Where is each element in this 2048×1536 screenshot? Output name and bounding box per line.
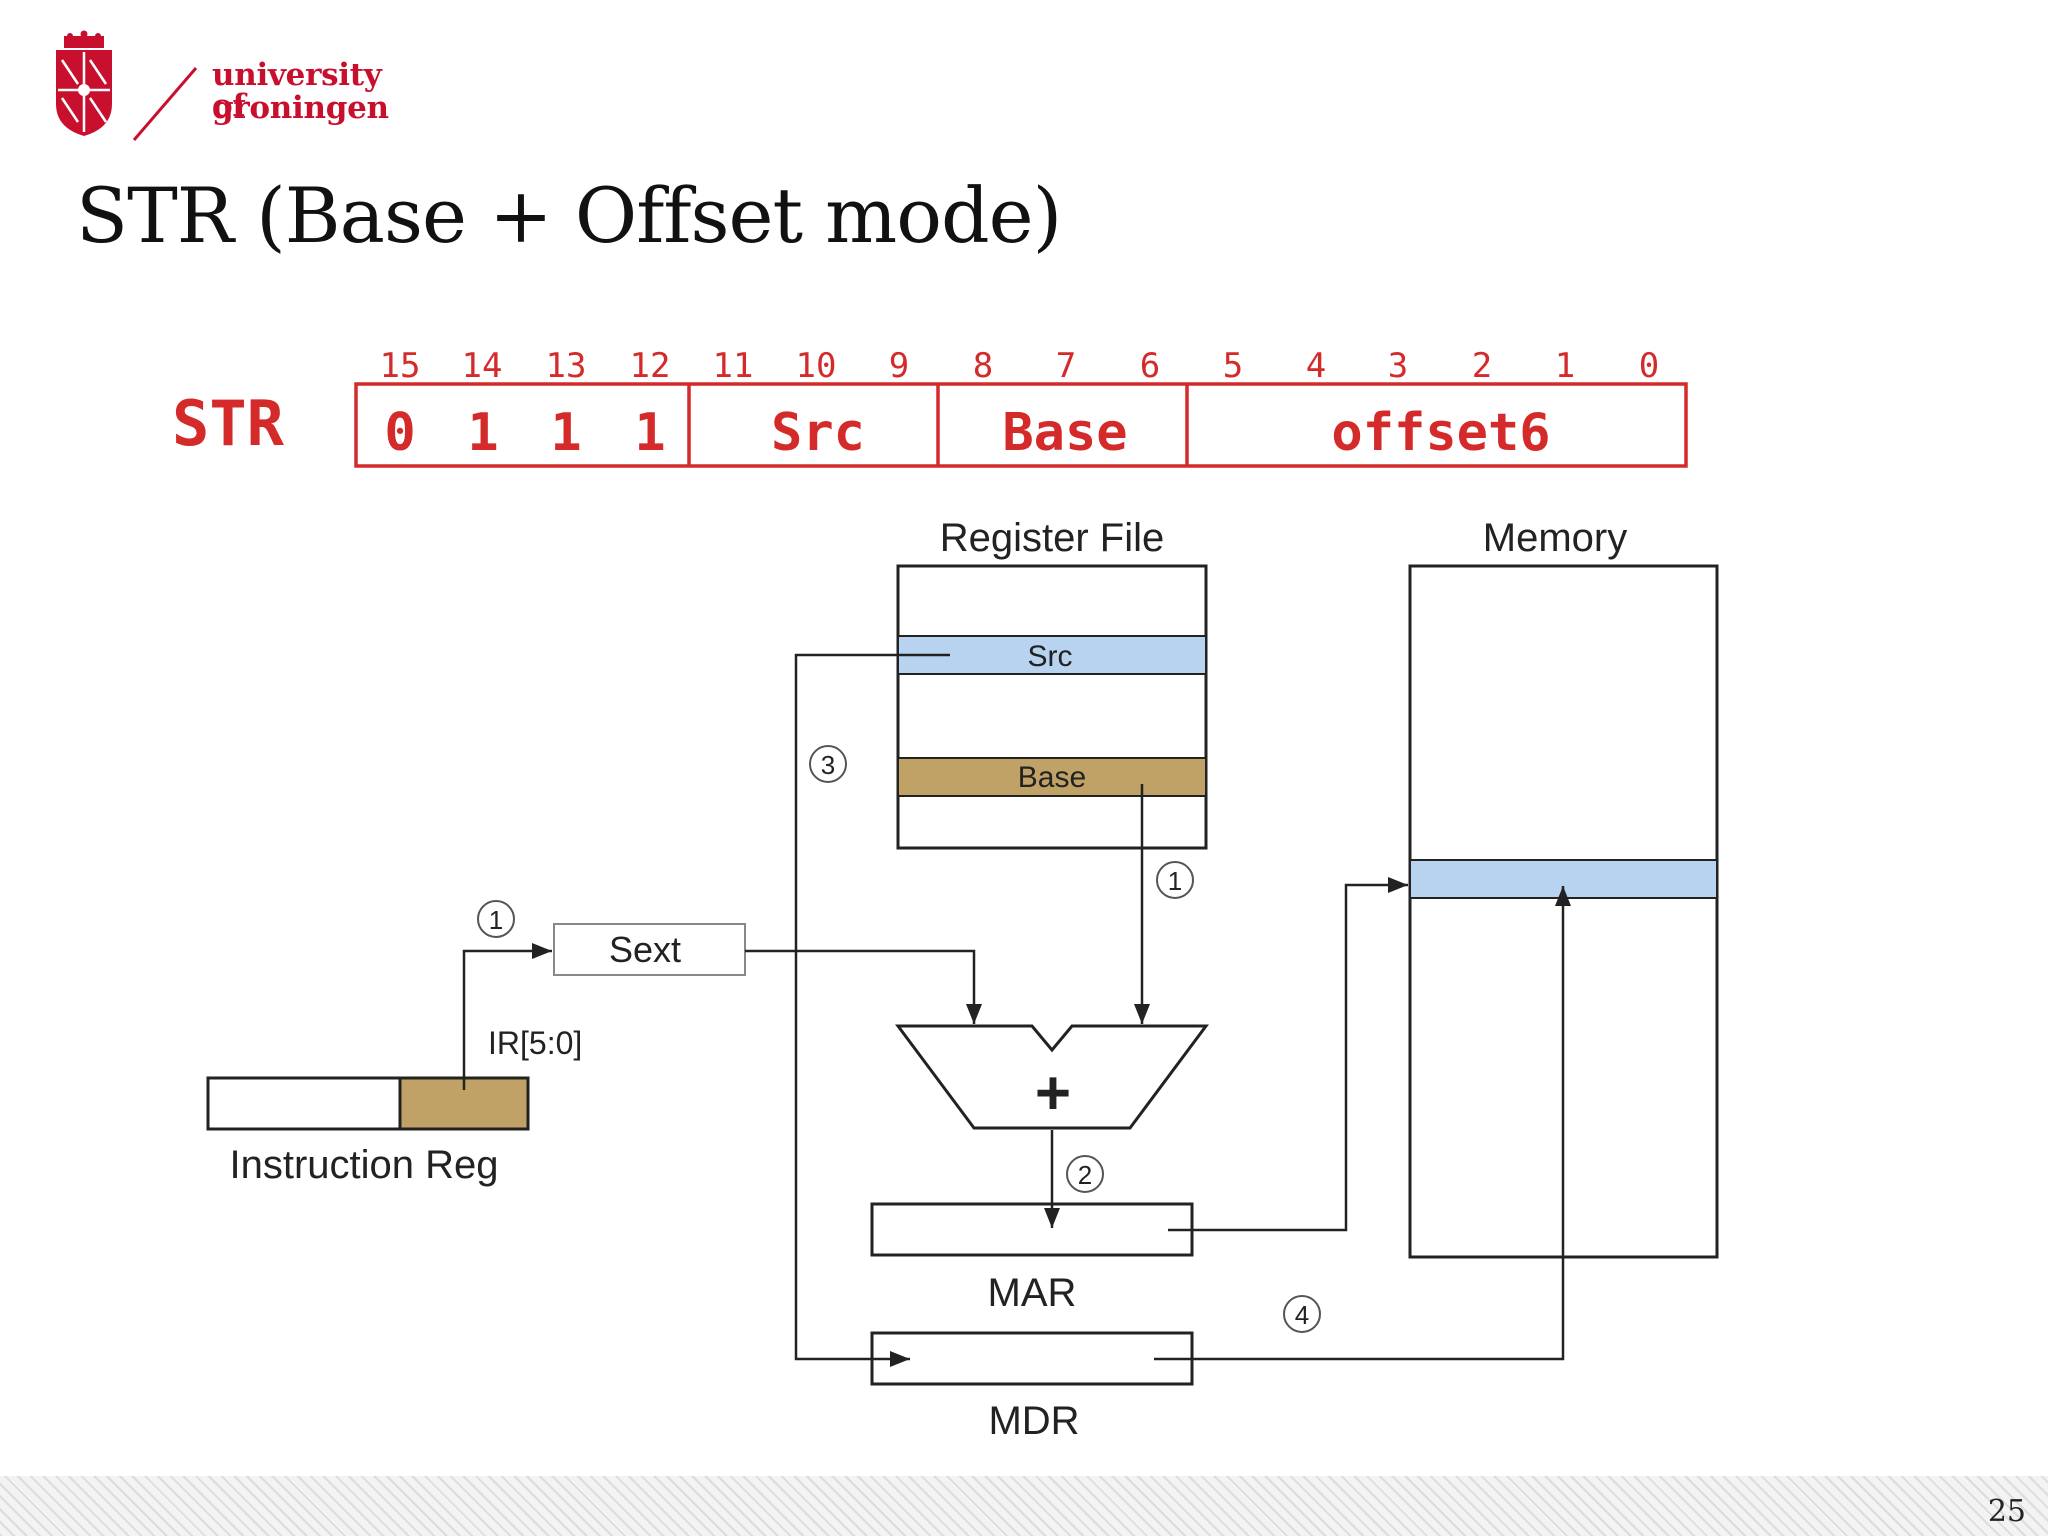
opcode-bit: 1 — [467, 403, 498, 463]
wire-mdr-to-memory — [1154, 886, 1571, 1361]
bit-number: 9 — [889, 346, 909, 386]
step-marker-sext — [477, 900, 515, 938]
logo-divider — [132, 67, 198, 141]
bit-number: 8 — [973, 346, 993, 386]
step-marker-base — [1156, 861, 1194, 899]
bit-number: 10 — [796, 346, 837, 386]
ir-field-label: IR[5:0] — [488, 1025, 582, 1061]
logo-text-line1: university of — [212, 57, 382, 124]
step-label-sext: 1 — [489, 905, 503, 935]
bit-number: 11 — [713, 346, 754, 386]
step-marker-src — [809, 745, 847, 783]
bit-number: 14 — [462, 346, 503, 386]
sext-unit — [553, 923, 746, 976]
university-logo: university of groningen — [0, 0, 389, 155]
sext-label: Sext — [609, 929, 681, 970]
mar-label: MAR — [988, 1271, 1077, 1315]
mdr-register — [870, 1331, 1194, 1386]
logo-text-line2: groningen — [212, 90, 389, 126]
bit-number: 7 — [1056, 346, 1076, 386]
page-number: 25 — [1987, 1494, 2026, 1529]
bit-number: 1 — [1555, 346, 1575, 386]
bit-number: 3 — [1388, 346, 1408, 386]
opcode-bit: 1 — [634, 403, 665, 463]
crest-icon — [56, 30, 112, 136]
opcode-bit: 0 — [384, 403, 415, 463]
instruction-reg-upper — [206, 1076, 402, 1131]
bit-number: 2 — [1472, 346, 1492, 386]
wire-sext-to-adder — [745, 949, 982, 1024]
base-register — [897, 757, 1207, 797]
field-name: offset6 — [1331, 403, 1550, 463]
slide-title: STR (Base + Offset mode) — [76, 171, 1062, 260]
step-label-mdr: 4 — [1295, 1300, 1309, 1330]
mdr-label: MDR — [988, 1399, 1079, 1443]
instruction-fields-box — [354, 382, 1688, 468]
step-label-mar: 2 — [1078, 1160, 1092, 1190]
wire-mar-to-memory — [1168, 877, 1408, 1232]
wire-src-to-mdr — [794, 653, 950, 1367]
bit-number: 12 — [630, 346, 671, 386]
opcode-bit: 1 — [550, 403, 581, 463]
adder — [895, 1024, 1209, 1130]
mar-register — [870, 1202, 1194, 1257]
base-register-label: Base — [1018, 761, 1086, 794]
bit-number: 6 — [1140, 346, 1160, 386]
src-register-label: Src — [1028, 640, 1073, 673]
register-file — [896, 564, 1208, 850]
instruction-reg-offset-field — [398, 1076, 530, 1131]
bit-number: 0 — [1639, 346, 1659, 386]
register-file-label: Register File — [940, 516, 1165, 560]
instruction-mnemonic: STR — [172, 387, 285, 460]
instruction-reg-label: Instruction Reg — [229, 1143, 498, 1187]
bit-number: 15 — [380, 346, 421, 386]
footer-band — [0, 1476, 2048, 1536]
step-label-src: 3 — [821, 750, 835, 780]
step-marker-mdr — [1283, 1295, 1321, 1333]
bit-number: 5 — [1223, 346, 1243, 386]
field-names: Src Base offset6 — [771, 403, 1551, 463]
adder-symbol: + — [1035, 1059, 1071, 1128]
bit-number: 13 — [546, 346, 587, 386]
step-label-base: 1 — [1168, 866, 1182, 896]
field-name: Base — [1002, 403, 1127, 463]
wire-ir-to-sext — [462, 943, 552, 1090]
step-marker-mar — [1066, 1155, 1104, 1193]
memory-label: Memory — [1483, 516, 1627, 560]
bit-number: 4 — [1306, 346, 1326, 386]
field-name: Src — [771, 403, 865, 463]
